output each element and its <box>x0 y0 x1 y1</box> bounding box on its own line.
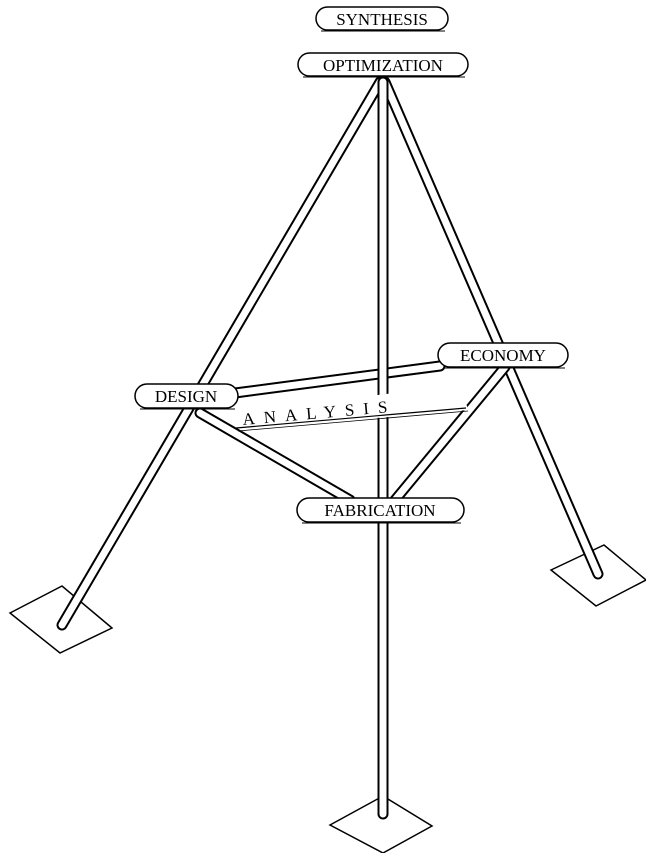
design-label: DESIGN <box>155 387 217 406</box>
fabrication-node: FABRICATION <box>297 498 464 523</box>
fabrication-label: FABRICATION <box>324 501 435 520</box>
synthesis-label: SYNTHESIS <box>336 10 428 29</box>
economy-label: ECONOMY <box>460 346 546 365</box>
design-node: DESIGN <box>135 384 238 409</box>
rod-design-economy <box>235 366 440 393</box>
economy-node: ECONOMY <box>438 343 568 368</box>
synthesis-node: SYNTHESIS <box>316 7 448 31</box>
optimization-label: OPTIMIZATION <box>323 56 443 75</box>
rod-left-leg <box>62 82 380 625</box>
optimization-node: OPTIMIZATION <box>298 53 468 77</box>
